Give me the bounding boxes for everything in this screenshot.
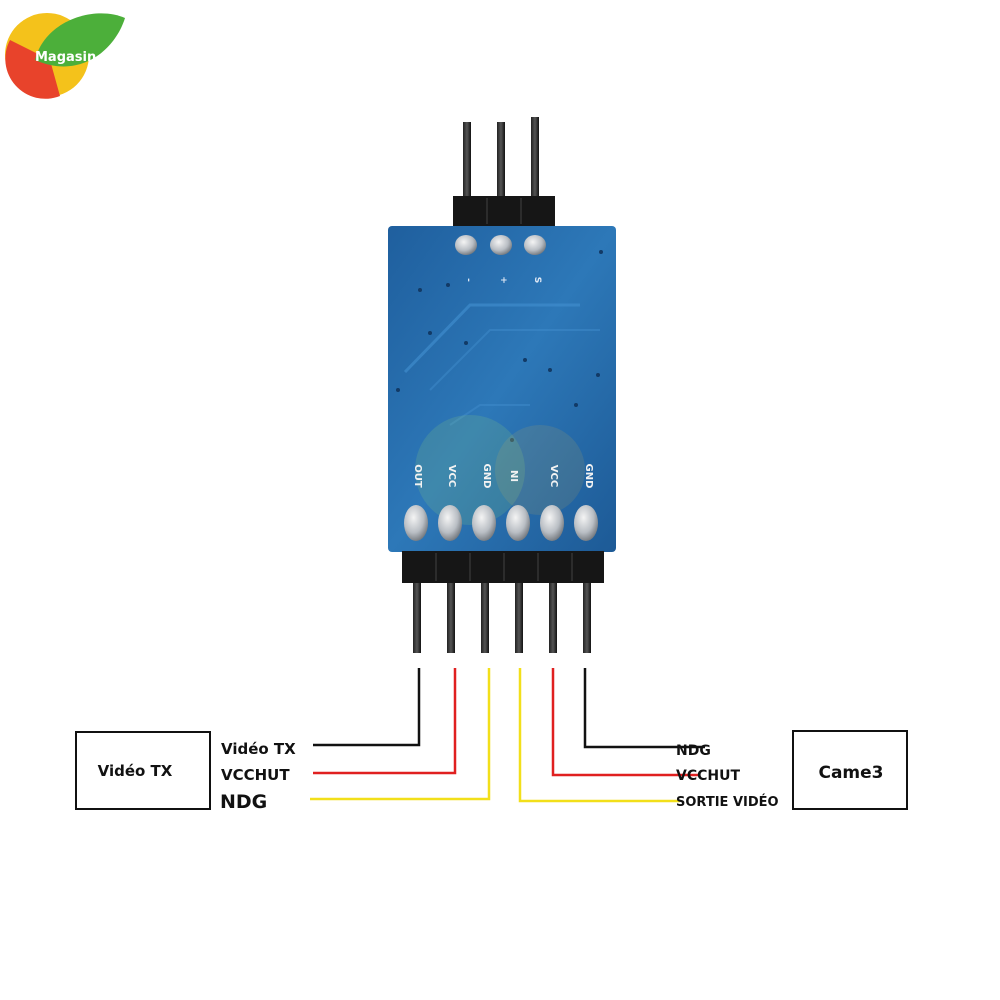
logo-leaf-icon xyxy=(35,13,125,67)
bottom-pad xyxy=(404,505,428,541)
pin-label-vcc-right: VCC xyxy=(548,465,559,487)
bottom-pin xyxy=(447,583,455,653)
top-pad xyxy=(490,235,512,255)
bottom-pad xyxy=(574,505,598,541)
camera-box xyxy=(792,730,908,810)
camera-title: Came3 xyxy=(818,763,883,783)
logo-red-segment xyxy=(5,40,60,99)
bottom-pin xyxy=(515,583,523,653)
pad-label-signal: S xyxy=(532,277,542,283)
right-wires xyxy=(518,668,705,803)
right-label-ndg: NDG xyxy=(676,743,711,759)
left-device: Vidéo TX Vidéo TX VCCHUT NDG xyxy=(75,731,296,813)
wire-black-right xyxy=(583,668,705,749)
top-pin xyxy=(531,117,539,200)
top-header xyxy=(453,117,555,226)
pad-label-minus: - xyxy=(463,278,473,282)
wire-yellow-right xyxy=(518,668,680,803)
top-pad xyxy=(455,235,477,255)
pin-label-out: OUT xyxy=(412,464,423,488)
wire-black-left xyxy=(313,668,421,747)
pin-label-in: IN xyxy=(510,470,521,482)
wire-red-left xyxy=(313,668,457,775)
right-label-vcchut: VCCHUT xyxy=(676,768,740,784)
pcb-board: - + S OUT VCC GND IN VCC GND xyxy=(388,226,616,552)
top-pin xyxy=(463,122,471,200)
bottom-header-housing xyxy=(402,551,604,583)
pad-label-plus: + xyxy=(498,276,508,284)
bottom-pin xyxy=(413,583,421,653)
left-label-video-tx: Vidéo TX xyxy=(221,740,296,758)
logo: Magasin xyxy=(5,13,125,99)
left-wires xyxy=(310,668,491,801)
bottom-header xyxy=(402,551,604,653)
pin-label-gnd-left: GND xyxy=(481,464,492,489)
logo-text: Magasin xyxy=(35,50,96,65)
bottom-pad xyxy=(472,505,496,541)
wire-yellow-left xyxy=(310,668,491,801)
bottom-pad xyxy=(438,505,462,541)
top-header-housing xyxy=(453,196,555,226)
pin-label-vcc-left: VCC xyxy=(446,465,457,487)
wire-red-right xyxy=(551,668,700,777)
bottom-pin xyxy=(481,583,489,653)
top-pad xyxy=(524,235,546,255)
pin-label-gnd-right: GND xyxy=(583,464,594,489)
bottom-pad xyxy=(540,505,564,541)
video-tx-title: Vidéo TX xyxy=(98,762,173,780)
video-tx-box xyxy=(75,731,211,810)
bottom-pad xyxy=(506,505,530,541)
bottom-pin xyxy=(549,583,557,653)
board-body xyxy=(388,226,616,552)
bottom-pin xyxy=(583,583,591,653)
left-label-vcchut: VCCHUT xyxy=(221,766,290,784)
right-device: Came3 NDG VCCHUT SORTIE VIDÉO xyxy=(676,730,908,810)
right-label-video-out: SORTIE VIDÉO xyxy=(676,794,779,810)
top-pin xyxy=(497,122,505,200)
left-label-ndg: NDG xyxy=(220,791,267,813)
